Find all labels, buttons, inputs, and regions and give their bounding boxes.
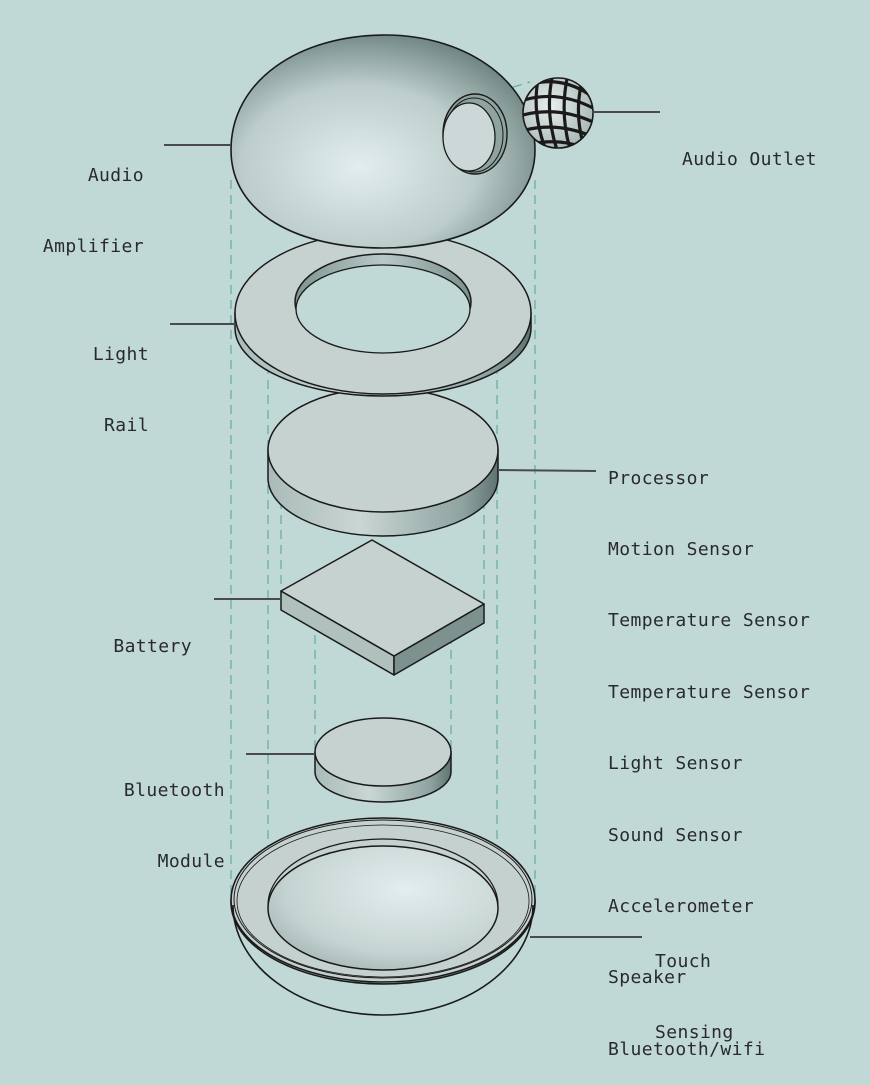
label-audio-amplifier: Audio Amplifier	[42, 165, 144, 257]
bluetooth-module-disc	[314, 717, 452, 803]
exploded-diagram	[164, 34, 660, 1016]
light-rail-ring	[234, 231, 532, 397]
main-board-disc	[267, 387, 499, 537]
audio-amplifier-dome	[230, 34, 536, 249]
battery-box	[280, 539, 485, 676]
label-main-board: Processor Motion Sensor Temperature Sens…	[608, 467, 811, 1060]
leader-main-board	[497, 469, 597, 472]
touch-sensing-bowl	[230, 817, 536, 1016]
label-light-rail: Light Rail	[92, 344, 149, 436]
label-battery: Battery	[113, 636, 192, 657]
leader-lines	[164, 111, 660, 938]
label-touch-sensing: Touch Sensing	[655, 951, 734, 1043]
label-audio-outlet: Audio Outlet	[682, 149, 817, 170]
audio-outlet-grille	[522, 77, 594, 149]
label-bluetooth-module: Bluetooth Module	[123, 780, 225, 872]
